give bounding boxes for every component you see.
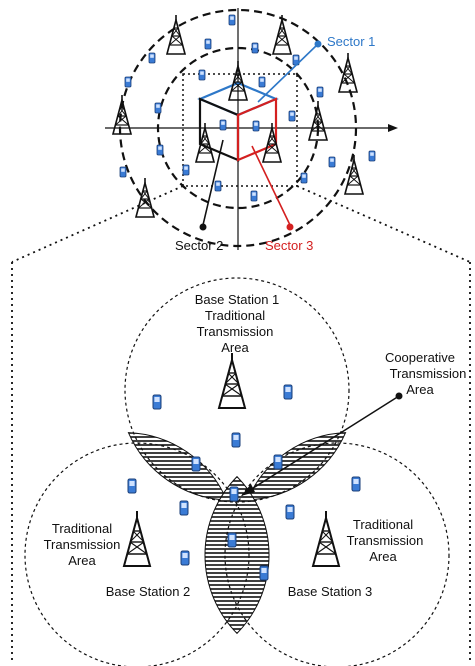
cooperative-pointer-arrowhead [241,484,255,496]
phone-icon [179,500,189,516]
sector-2-dot [199,223,207,231]
phone-icon [328,156,336,168]
bs1-area-line3: Area [221,340,249,355]
sector-3-pointer [251,145,291,226]
bs3-area-line3: Area [369,549,397,564]
phone-icon [219,119,227,131]
phone-icon [227,532,237,548]
overlap-1-3 [246,432,347,501]
cooperative-line3: Area [406,382,434,397]
phone-icon [198,69,206,81]
x-axis-arrow [388,124,398,132]
phone-icon [259,565,269,581]
phone-icon [229,486,239,502]
phone-icon [124,76,132,88]
phone-icon [368,150,376,162]
bs2-area-line1: Traditional [52,521,112,536]
bs3-area-line1: Traditional [353,517,413,532]
bs3-name-label: Base Station 3 [288,584,373,599]
sector-1-label: Sector 1 [327,34,375,49]
phone-icon [231,432,241,448]
tower-icon [272,14,292,55]
cooperative-line2: Transmission [390,366,467,381]
sector-1-dot [314,40,322,48]
phone-icon [148,52,156,64]
phone-icon [154,102,162,114]
phone-icon [283,384,293,400]
cooperative-overlap-regions [127,432,347,635]
tower-icon [195,122,215,163]
phone-icon [351,476,361,492]
bs1-area-line1: Traditional [205,308,265,323]
coverage-circle-bs1 [124,277,350,503]
phone-icon [316,86,324,98]
overlap-2-3 [204,475,270,635]
tower-icon [123,510,151,567]
cooperative-pointer [249,395,400,491]
tower-icon [166,14,186,55]
sector-2-pointer [202,139,224,226]
phone-icon [191,456,201,472]
bs1-name-label: Base Station 1 [195,292,280,307]
zoom-guide-left [11,185,184,263]
phone-icon [228,14,236,26]
bs3-area-line2: Transmission [347,533,424,548]
top-overview: Sector 1 Sector 2 Sector 3 [105,8,398,253]
phone-icon [214,180,222,192]
bs1-area-line2: Transmission [197,324,274,339]
cooperative-line1: Cooperative [385,350,455,365]
tower-icon [312,510,340,567]
phone-icon [156,144,164,156]
overlap-1-2 [127,432,228,501]
phone-icon [252,120,260,132]
phone-icon [119,166,127,178]
phone-icon [204,38,212,50]
detail-view: Base Station 1 Traditional Transmission … [11,262,471,666]
sector-1-pointer [257,43,319,103]
tower-icon [262,122,282,163]
tower-icon [344,154,364,195]
bs2-area-line3: Area [68,553,96,568]
tower-icon [218,352,246,409]
phone-icon [250,190,258,202]
phone-icon [251,42,259,54]
coverage-circle-bs3 [224,442,450,666]
zoom-guide-right [296,185,471,263]
phone-icon [180,550,190,566]
bs2-name-label: Base Station 2 [106,584,191,599]
tower-icon [135,177,155,218]
phone-icon [258,76,266,88]
sector-2-label: Sector 2 [175,238,223,253]
bs2-area-line2: Transmission [44,537,121,552]
coverage-circle-bs2 [24,442,250,666]
phone-icon [300,172,308,184]
phone-icon [285,504,295,520]
phone-icon [182,164,190,176]
sector-3-dot [286,223,294,231]
phone-icon [152,394,162,410]
sector-3-label: Sector 3 [265,238,313,253]
phone-icon [288,110,296,122]
phone-icon [127,478,137,494]
phone-icon [273,454,283,470]
